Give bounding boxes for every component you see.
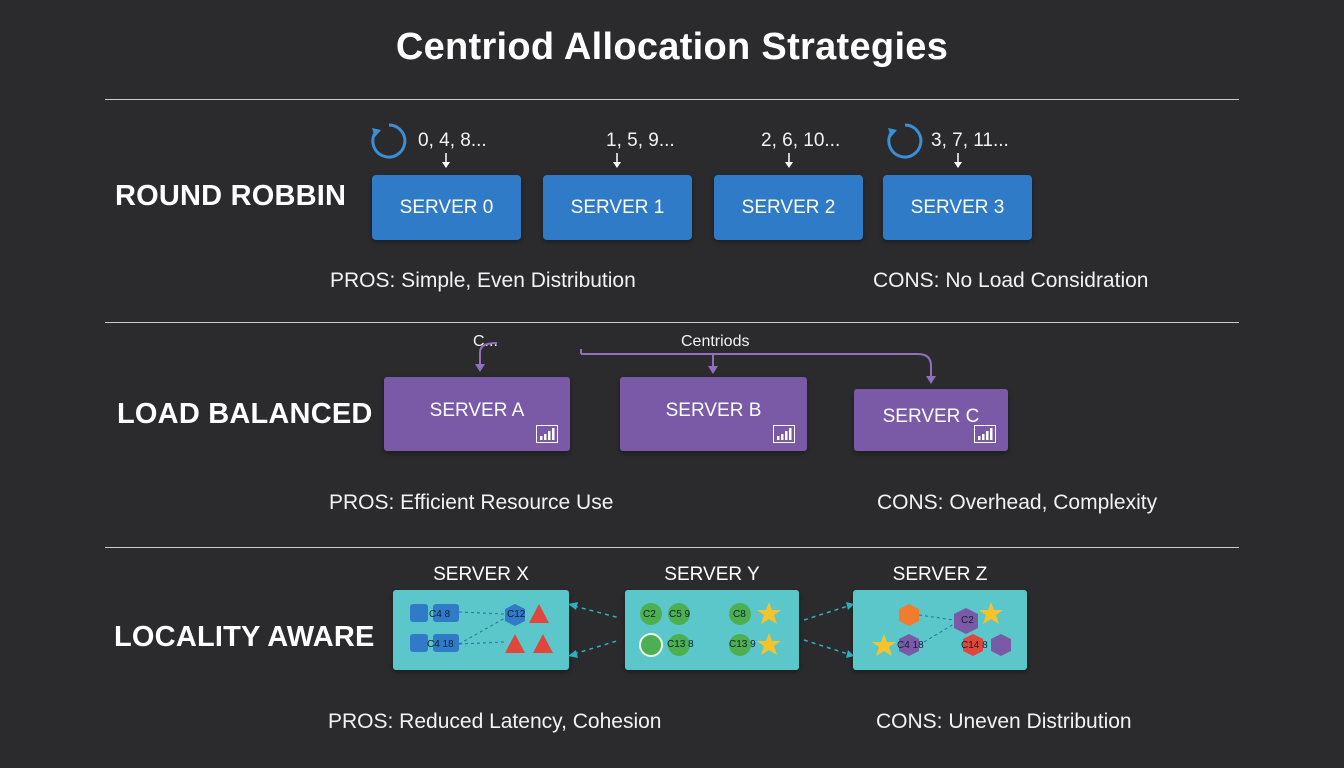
server-z-box: C2 C4 18 C14 8 <box>853 590 1027 670</box>
server-y-label: SERVER Y <box>664 564 760 585</box>
chip-z-1: C4 18 <box>897 640 924 651</box>
cycle-arrow-icon <box>887 123 923 159</box>
chip-y-1: C5 9 <box>669 609 691 620</box>
load-balanced-label: LOAD BALANCED <box>117 398 373 430</box>
server-0-box: SERVER 0 <box>372 175 521 240</box>
round-robin-indices-3: 3, 7, 11... <box>931 130 1009 151</box>
server-2-label: SERVER 2 <box>741 196 836 218</box>
locality-aware-label: LOCALITY AWARE <box>114 621 375 653</box>
chip-x-2: C12 <box>507 609 526 620</box>
chip-x-0: C4 8 <box>429 609 451 620</box>
round-robin-indices-1: 1, 5, 9... <box>606 130 675 151</box>
chip-y-3: C8 <box>733 609 746 620</box>
load-balanced-caption-left: C... <box>473 333 498 350</box>
server-y-shapes <box>639 602 781 657</box>
round-robin-indices-2: 2, 6, 10... <box>761 130 841 151</box>
load-balanced-cons: CONS: Overhead, Complexity <box>877 491 1158 514</box>
round-robin-indices-0: 0, 4, 8... <box>418 130 487 151</box>
bar-chart-icon <box>773 425 795 443</box>
server-x-shapes <box>410 604 553 653</box>
round-robin-label: ROUND ROBBIN <box>115 180 347 212</box>
server-y-box: C2 C5 9 C13 8 C8 C13 9 <box>625 590 799 670</box>
server-b-label: SERVER B <box>665 400 762 421</box>
page-title: Centriod Allocation Strategies <box>395 26 949 68</box>
server-z-shapes <box>872 602 1011 656</box>
locality-aware-pros: PROS: Reduced Latency, Cohesion <box>328 710 662 733</box>
round-robin-pros: PROS: Simple, Even Distribution <box>330 269 636 292</box>
server-2-box: SERVER 2 <box>714 175 863 240</box>
chip-x-1: C4 18 <box>427 639 454 650</box>
bar-chart-icon <box>974 425 996 443</box>
server-a-label: SERVER A <box>429 400 525 421</box>
chip-y-4: C13 9 <box>729 639 756 650</box>
chip-y-0: C2 <box>643 609 656 620</box>
server-c-box: SERVER C <box>854 389 1008 451</box>
server-a-box: SERVER A <box>384 377 570 451</box>
server-b-box: SERVER B <box>620 377 807 451</box>
server-z-label: SERVER Z <box>892 564 988 585</box>
cycle-arrow-icon <box>371 123 407 159</box>
chip-z-0: C2 <box>961 615 974 626</box>
divider-middle <box>105 322 1239 323</box>
server-0-label: SERVER 0 <box>399 196 494 218</box>
round-robin-cons: CONS: No Load Considration <box>873 269 1149 292</box>
server-x-label: SERVER X <box>433 564 529 585</box>
server-3-label: SERVER 3 <box>910 196 1005 218</box>
chip-y-2: C13 8 <box>667 639 694 650</box>
server-1-label: SERVER 1 <box>570 196 665 218</box>
server-x-box: C4 8 C4 18 C12 <box>393 590 569 670</box>
server-1-box: SERVER 1 <box>543 175 692 240</box>
bar-chart-icon <box>536 425 558 443</box>
load-balanced-caption-center: Centriods <box>681 333 750 350</box>
load-balanced-pros: PROS: Efficient Resource Use <box>329 491 614 514</box>
locality-aware-cons: CONS: Uneven Distribution <box>876 710 1132 733</box>
divider-bottom <box>105 547 1239 548</box>
server-3-box: SERVER 3 <box>883 175 1032 240</box>
chip-z-2: C14 8 <box>961 640 988 651</box>
server-c-label: SERVER C <box>882 406 980 427</box>
divider-top <box>105 99 1239 100</box>
